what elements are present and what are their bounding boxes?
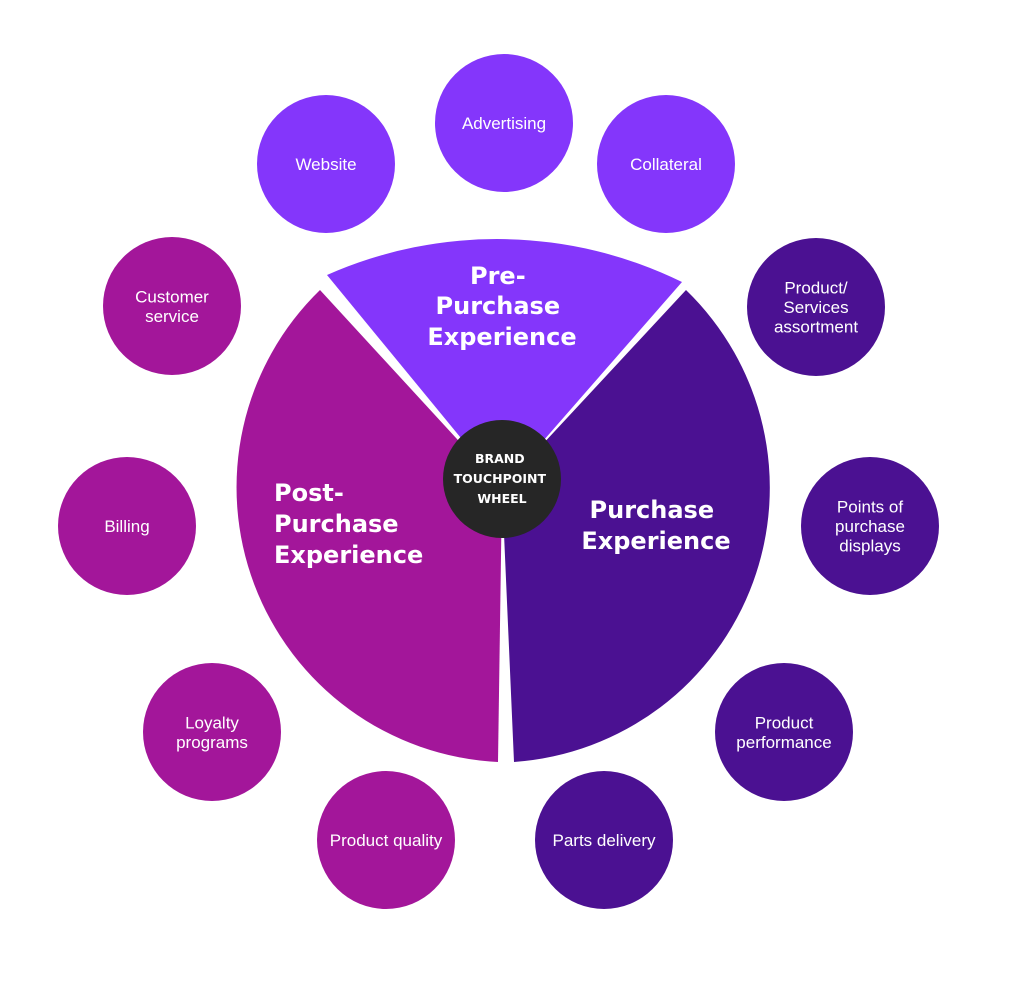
touchpoint-label-line: Collateral [630, 155, 702, 174]
touchpoint-label-line: Points of [837, 498, 903, 517]
touchpoint-label-line: Product/ [784, 279, 848, 298]
touchpoint-label-website: Website [295, 155, 356, 174]
touchpoint-label-line: service [145, 307, 199, 326]
hub-label-line: BRAND [475, 451, 525, 466]
post-purchase-title-line: Purchase [274, 510, 399, 538]
touchpoint-label-line: Billing [104, 517, 149, 536]
touchpoint-label-line: Customer [135, 287, 209, 306]
touchpoint-bubble-product-performance [715, 663, 853, 801]
touchpoint-label-line: performance [736, 733, 831, 752]
touchpoint-bubble-product-quality [317, 771, 455, 909]
touchpoint-label-line: displays [839, 537, 900, 556]
purchase-title-line: Purchase [590, 496, 715, 524]
hub-label-line: TOUCHPOINT [454, 471, 547, 486]
touchpoint-bubble-advertising [435, 54, 573, 192]
post-purchase-segment [236, 290, 503, 762]
post-purchase-title-line: Post- [274, 479, 344, 507]
hub-label-line: WHEEL [477, 491, 526, 506]
brand-hub-label: BRAND TOUCHPOINT WHEEL [454, 451, 551, 506]
post-purchase-title: Post- Purchase Experience [274, 479, 423, 569]
touchpoint-bubble-customer-service [103, 237, 241, 375]
touchpoint-bubble-website [257, 95, 395, 233]
touchpoint-bubble-collateral [597, 95, 735, 233]
pre-purchase-segment [327, 239, 682, 488]
touchpoint-label-line: purchase [835, 517, 905, 536]
touchpoint-label-billing: Billing [104, 517, 149, 536]
pre-purchase-title: Pre- Purchase Experience [427, 262, 576, 351]
pre-purchase-title-line: Experience [427, 323, 576, 351]
touchpoint-label-parts-delivery: Parts delivery [553, 831, 656, 850]
post-purchase-title-line: Experience [274, 541, 423, 569]
touchpoint-label-line: Product quality [330, 831, 443, 850]
touchpoint-label-product-quality: Product quality [330, 831, 443, 850]
touchpoint-label-line: programs [176, 733, 248, 752]
touchpoint-label-line: Product [755, 713, 814, 732]
touchpoint-bubble-loyalty-programs [143, 663, 281, 801]
touchpoint-label-collateral: Collateral [630, 155, 702, 174]
touchpoint-bubble-product-services-assortment [747, 238, 885, 376]
pre-purchase-title-line: Purchase [436, 292, 561, 320]
purchase-title-line: Experience [581, 527, 730, 555]
purchase-title: Purchase Experience [581, 496, 730, 555]
touchpoint-bubble-points-of-purchase-displays [801, 457, 939, 595]
touchpoint-label-line: Services [783, 298, 848, 317]
touchpoint-label-line: Website [295, 155, 356, 174]
touchpoint-bubble-parts-delivery [535, 771, 673, 909]
touchpoint-label-line: Advertising [462, 114, 546, 133]
brand-hub-circle [443, 420, 561, 538]
touchpoint-label-line: Loyalty [185, 713, 239, 732]
touchpoint-label-line: Parts delivery [553, 831, 656, 850]
touchpoint-bubble-billing [58, 457, 196, 595]
pre-purchase-title-line: Pre- [470, 262, 526, 290]
touchpoint-label-line: assortment [774, 318, 858, 337]
purchase-segment [502, 290, 770, 762]
touchpoint-label-advertising: Advertising [462, 114, 546, 133]
